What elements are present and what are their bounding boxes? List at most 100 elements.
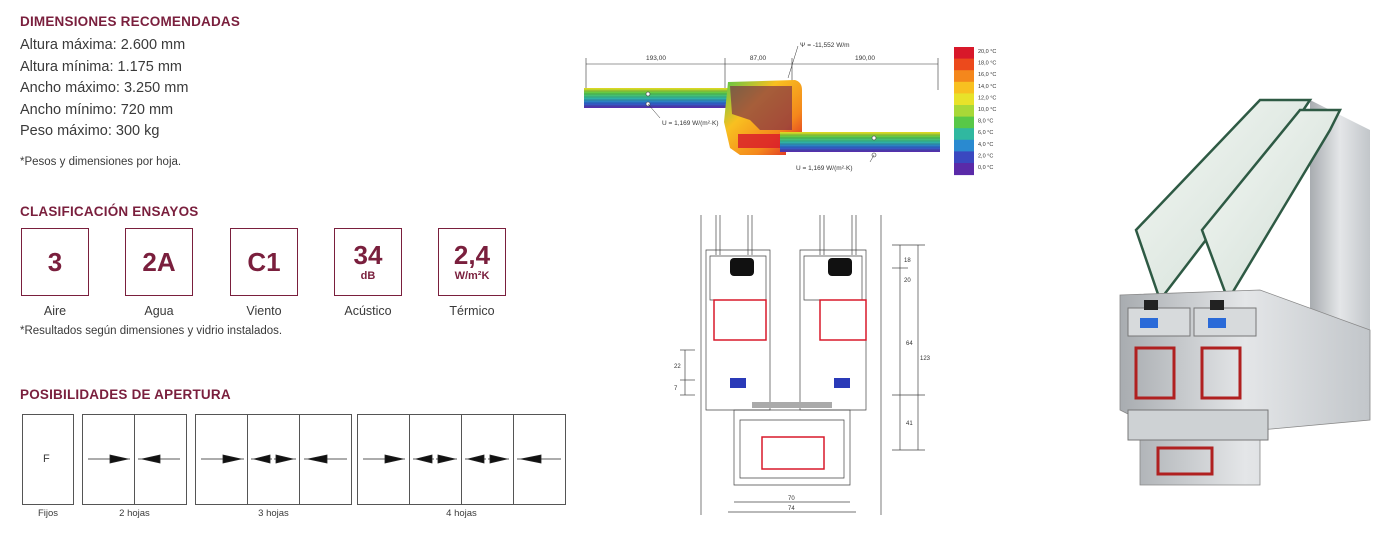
opening-pane xyxy=(410,415,462,504)
temperature-scale-bar: 20,0 °C18,0 °C16,0 °C14,0 °C12,0 °C10,0 … xyxy=(954,47,996,176)
opening-4-sashes xyxy=(357,414,566,505)
steel-reinforcement xyxy=(713,299,767,341)
dimensions-list: Altura máxima: 2.600 mm Altura mínima: 1… xyxy=(20,35,188,143)
spec-line: Altura máxima: 2.600 mm xyxy=(20,37,186,53)
opening-pane: F xyxy=(23,415,73,504)
u-value-right: U = 1,169 W/(m²·K) xyxy=(796,165,853,172)
arrow-left-icon xyxy=(413,454,434,464)
opening-arrows xyxy=(88,454,561,464)
badge-unit: dB xyxy=(360,269,376,282)
dim-label: 74 xyxy=(788,506,795,512)
scale-color-band xyxy=(954,128,974,141)
scale-label: 16,0 °C xyxy=(978,72,996,78)
scale-label: 6,0 °C xyxy=(978,130,993,136)
brush-seal xyxy=(752,402,832,408)
scale-label: 2,0 °C xyxy=(978,153,993,159)
scale-color-band xyxy=(954,116,974,129)
dim-label: 7 xyxy=(674,386,678,392)
dim-label: 193,00 xyxy=(646,55,666,62)
badge-acoustic: 34 dB xyxy=(334,228,402,296)
badge-value: 2A xyxy=(142,247,176,277)
scale-color-band xyxy=(954,47,974,60)
dim-label: 190,00 xyxy=(855,55,875,62)
scale-color-band xyxy=(954,81,974,94)
profile-3d-render xyxy=(1119,98,1371,486)
dim-label: 18 xyxy=(904,258,911,264)
badge-wind: C1 xyxy=(230,228,298,296)
dim-label: 70 xyxy=(788,496,795,502)
arrow-left-icon xyxy=(304,454,347,464)
scale-label: 20,0 °C xyxy=(978,49,996,55)
arrow-left-icon xyxy=(251,454,272,464)
dim-label: 87,00 xyxy=(750,55,767,62)
steel-reinforcement xyxy=(819,299,867,341)
scale-label: 12,0 °C xyxy=(978,95,996,101)
opening-pane xyxy=(196,415,248,504)
gasket-icon xyxy=(730,258,754,276)
scale-color-band xyxy=(954,151,974,164)
arrow-left-icon xyxy=(517,454,561,464)
profile-cross-section: 18 20 64 123 41 22 7 70 74 xyxy=(674,215,931,515)
dim-label: 123 xyxy=(920,356,931,362)
opening-pane xyxy=(248,415,300,504)
spec-line: Ancho máximo: 3.250 mm xyxy=(20,80,189,96)
dim-label: 64 xyxy=(906,341,913,347)
dimensions-note: *Pesos y dimensiones por hoja. xyxy=(20,156,182,168)
badge-label: Acústico xyxy=(344,304,392,318)
opening-pane xyxy=(83,415,135,504)
badge-label: Térmico xyxy=(449,304,495,318)
scale-label: 18,0 °C xyxy=(978,61,996,67)
spec-line: Ancho mínimo: 720 mm xyxy=(20,101,174,118)
thermal-simulation-diagram: 193,00 87,00 190,00 Ψ = -11,552 W/m U = … xyxy=(584,42,940,172)
arrow-right-icon xyxy=(274,454,296,464)
dim-label: 22 xyxy=(674,364,681,370)
scale-label: 0,0 °C xyxy=(978,165,993,171)
steel-reinforcement xyxy=(761,436,825,470)
opening-fixed: F xyxy=(22,414,74,505)
opening-pane xyxy=(358,415,410,504)
badge-value: 2,4 xyxy=(453,239,491,270)
scale-color-band xyxy=(954,58,974,71)
scale-label: 10,0 °C xyxy=(978,107,996,113)
dim-label: 20 xyxy=(904,278,911,284)
opening-2-sashes xyxy=(82,414,187,505)
arrow-right-icon xyxy=(436,454,457,464)
openings-title: POSIBILIDADES DE APERTURA xyxy=(20,387,231,402)
opening-label: 3 hojas xyxy=(258,508,289,519)
gasket-icon xyxy=(828,258,852,276)
badge-thermal: 2,4 W/m²K xyxy=(438,228,506,296)
arrow-right-icon xyxy=(363,454,405,464)
scale-color-band xyxy=(954,105,974,118)
gasket-icon xyxy=(834,378,850,388)
arrow-right-icon xyxy=(488,454,509,464)
badge-label: Agua xyxy=(144,304,174,318)
opening-label: Fijos xyxy=(37,508,59,519)
arrow-right-icon xyxy=(88,454,130,464)
opening-label: 2 hojas xyxy=(119,508,150,519)
tests-note: *Resultados según dimensiones y vidrio i… xyxy=(20,325,283,337)
dimensions-title: DIMENSIONES RECOMENDADAS xyxy=(20,14,241,29)
opening-pane xyxy=(462,415,514,504)
scale-color-band xyxy=(954,93,974,106)
badge-value: C1 xyxy=(247,247,281,277)
badge-air: 3 xyxy=(21,228,89,296)
badge-water: 2A xyxy=(125,228,193,296)
arrow-left-icon xyxy=(465,454,486,464)
spec-line: Peso máximo: 300 kg xyxy=(20,123,160,139)
badge-label: Aire xyxy=(43,304,67,318)
scale-color-band xyxy=(954,139,974,152)
scale-color-band xyxy=(954,70,974,83)
u-value-left: U = 1,169 W/(m²·K) xyxy=(662,120,719,127)
gasket-icon xyxy=(730,378,746,388)
psi-label: Ψ = -11,552 W/m xyxy=(800,42,850,49)
spec-line: Altura mínima: 1.175 mm xyxy=(20,58,182,75)
scale-label: 8,0 °C xyxy=(978,119,993,125)
opening-label: 4 hojas xyxy=(446,508,477,519)
badge-label: Viento xyxy=(246,304,282,318)
scale-label: 4,0 °C xyxy=(978,142,993,148)
opening-3-sashes xyxy=(195,414,352,505)
arrow-left-icon xyxy=(138,454,180,464)
dim-label: 41 xyxy=(906,421,913,427)
tests-title: CLASIFICACIÓN ENSAYOS xyxy=(20,204,199,219)
arrow-right-icon xyxy=(201,454,244,464)
